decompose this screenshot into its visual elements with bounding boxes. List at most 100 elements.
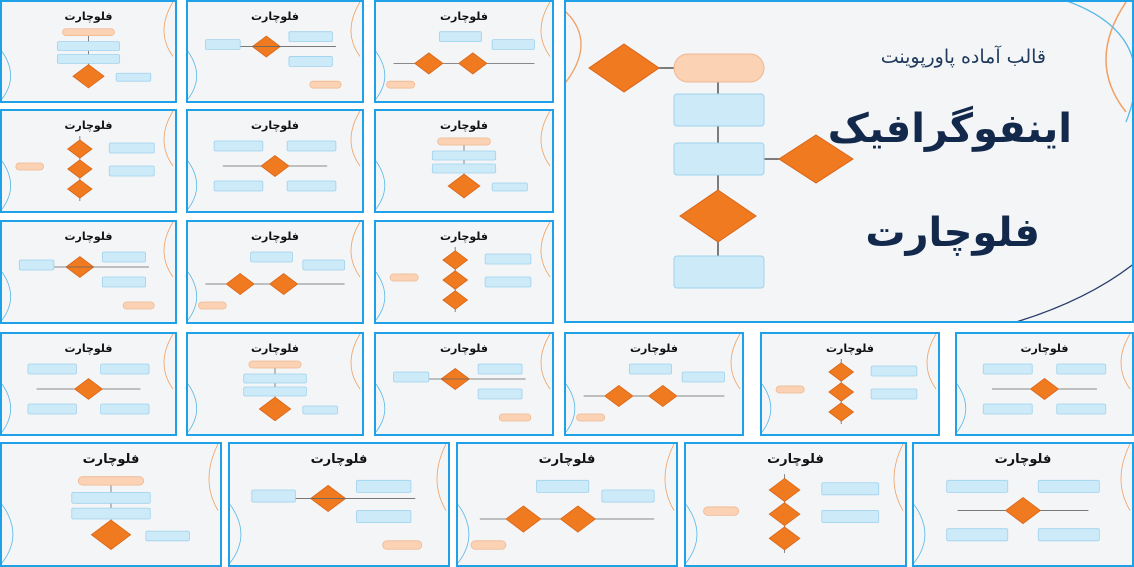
process-box xyxy=(601,489,655,503)
thumbnail-slide[interactable]: فلوچارت xyxy=(0,442,222,567)
process-box xyxy=(491,182,528,192)
thumbnail-slide[interactable]: فلوچارت xyxy=(684,442,907,567)
decision-diamond xyxy=(260,155,290,177)
process-box xyxy=(101,251,146,263)
thumbnail-slide[interactable]: فلوچارت xyxy=(0,109,177,213)
terminal-pill xyxy=(576,413,606,422)
slide-title: فلوچارت xyxy=(82,452,140,468)
thumbnail-slide[interactable]: فلوچارت xyxy=(374,0,554,103)
process-box xyxy=(27,403,77,415)
decision-diamond xyxy=(648,384,678,408)
decorative-curve xyxy=(540,222,551,278)
process-box xyxy=(250,251,293,263)
slide-title: فلوچارت xyxy=(439,342,489,355)
decorative-curve xyxy=(540,111,551,167)
thumbnail-slide[interactable]: فلوچارت xyxy=(456,442,678,567)
hero-title-line-2: فلوچارت xyxy=(865,210,1040,256)
thumbnail-slide[interactable]: فلوچارت xyxy=(186,0,364,103)
process-box xyxy=(946,479,1009,493)
process-box xyxy=(71,507,151,520)
decision-diamond xyxy=(559,505,597,533)
flowchart-graphic xyxy=(376,2,551,100)
decorative-curve xyxy=(686,504,698,564)
decorative-curve xyxy=(376,160,386,210)
slide-title: فلوچارت xyxy=(250,230,300,243)
decorative-curve xyxy=(163,2,174,57)
decorative-curve xyxy=(188,383,198,433)
process-box xyxy=(870,388,918,400)
decision-diamond xyxy=(458,52,488,75)
thumbnail-slide[interactable]: فلوچارت xyxy=(0,332,177,436)
flowchart-graphic xyxy=(188,2,361,100)
process-box xyxy=(356,479,412,493)
decorative-curve xyxy=(208,444,219,511)
thumbnail-slide[interactable]: فلوچارت xyxy=(760,332,940,436)
thumbnail-slide[interactable]: فلوچارت xyxy=(186,220,364,324)
process-box xyxy=(286,180,337,192)
hero-subtitle: قالب آماده پاورپوینت xyxy=(880,46,1046,68)
process-box xyxy=(484,276,532,288)
decision-diamond xyxy=(442,290,469,310)
decorative-curve xyxy=(566,383,576,433)
slide-title: فلوچارت xyxy=(439,119,489,132)
flowchart-graphic xyxy=(376,334,551,433)
process-box xyxy=(302,259,345,271)
process-box xyxy=(821,482,880,496)
process-box xyxy=(56,54,121,64)
decision-diamond xyxy=(225,273,255,295)
flowchart-graphic xyxy=(188,222,361,321)
process-box xyxy=(213,140,264,152)
process-box xyxy=(1056,403,1107,415)
decision-diamond xyxy=(828,402,855,422)
slide-title: فلوچارت xyxy=(439,230,489,243)
process-box xyxy=(393,371,430,383)
process-box xyxy=(821,510,880,524)
slide-title: فلوچارت xyxy=(1020,342,1069,355)
decorative-curve xyxy=(350,2,361,57)
process-box xyxy=(438,31,483,43)
decision-diamond xyxy=(442,270,469,290)
hero-slide[interactable]: قالب آماده پاورپوینت اینفوگرافیک فلوچارت xyxy=(564,0,1134,323)
process-box xyxy=(946,528,1009,542)
decorative-curve xyxy=(2,160,12,210)
decorative-curve xyxy=(730,334,741,390)
terminal-pill xyxy=(703,506,739,516)
decorative-curve xyxy=(458,504,470,564)
decorative-curve xyxy=(2,271,12,321)
terminal-pill xyxy=(62,28,115,37)
thumbnail-slide[interactable]: فلوچارت xyxy=(186,332,364,436)
decorative-curve xyxy=(188,160,198,210)
terminal-pill xyxy=(248,360,302,369)
terminal-pill xyxy=(775,385,805,394)
thumbnail-slide[interactable]: فلوچارت xyxy=(564,332,744,436)
thumbnail-slide[interactable]: فلوچارت xyxy=(186,109,364,213)
thumbnail-slide[interactable]: فلوچارت xyxy=(374,220,554,324)
decision-diamond xyxy=(604,384,634,408)
slide-title: فلوچارت xyxy=(64,9,113,23)
hero-title-line-1: اینفوگرافیک xyxy=(827,106,1072,152)
flowchart-graphic xyxy=(2,334,174,433)
thumbnail-slide[interactable]: فلوچارت xyxy=(228,442,450,567)
decision-diamond xyxy=(67,179,93,199)
decision-diamond xyxy=(768,477,801,502)
thumbnail-slide[interactable]: فلوچارت xyxy=(0,220,177,324)
decorative-curve xyxy=(376,271,386,321)
decision-diamond xyxy=(768,502,801,527)
process-box xyxy=(484,253,532,265)
slide-title: فلوچارت xyxy=(994,452,1052,468)
thumbnail-slide[interactable]: فلوچارت xyxy=(912,442,1134,567)
thumbnail-slide[interactable]: فلوچارت xyxy=(374,109,554,213)
terminal-pill xyxy=(382,540,423,550)
process-box xyxy=(431,163,497,174)
slide-title: فلوچارت xyxy=(250,9,300,23)
decorative-curve xyxy=(230,504,242,564)
terminal-pill xyxy=(437,137,491,146)
decision-diamond xyxy=(447,173,481,199)
decorative-curve xyxy=(1120,334,1131,390)
thumbnail-slide[interactable]: فلوچارت xyxy=(0,0,177,103)
thumbnail-slide[interactable]: فلوچارت xyxy=(955,332,1134,436)
flowchart-graphic xyxy=(566,334,741,433)
thumbnail-slide[interactable]: فلوچارت xyxy=(374,332,554,436)
decorative-curve xyxy=(163,222,174,278)
process-box xyxy=(681,371,725,383)
